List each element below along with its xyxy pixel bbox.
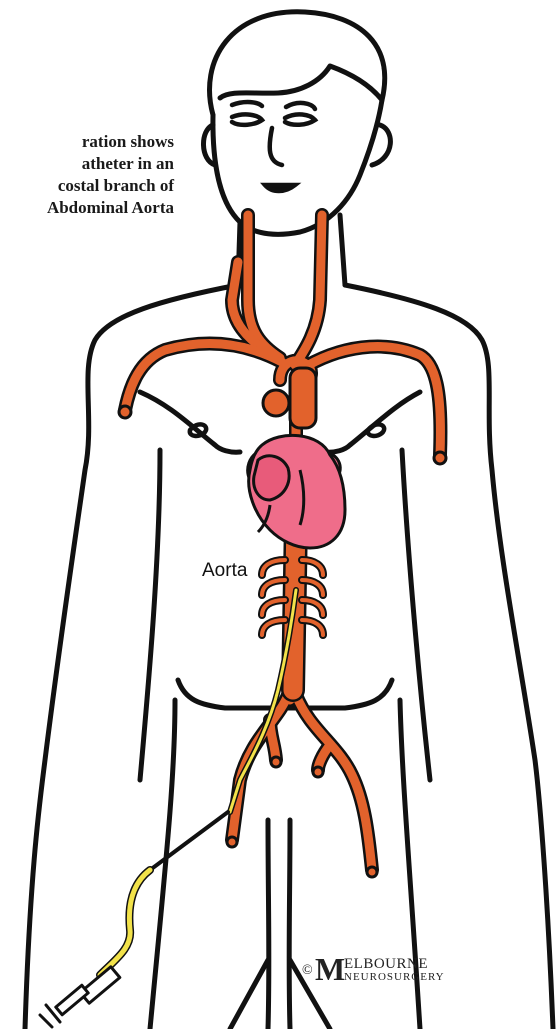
neck-right [340,215,345,285]
heart [248,435,345,548]
copyright-symbol: © [302,963,313,979]
caption-line: Abdominal Aorta [0,197,174,219]
logo-initial: M [315,951,345,988]
left-eye [232,114,262,124]
chest-right [325,392,420,452]
left-arm-inner [140,450,160,780]
right-arm-outer [345,285,553,1029]
nipple-right [368,424,384,436]
chest-left [140,392,240,452]
catheter-sheath [150,812,228,870]
caption-line: costal branch of [0,175,174,197]
caption-line: ration shows [0,131,174,153]
aortic-bulb [263,390,289,416]
left-eyebrow [232,102,262,106]
head-outline [213,100,382,234]
right-arm-inner [402,450,430,780]
mouth [265,185,295,191]
caption-line: atheter in an [0,153,174,175]
inner-leg-right [289,820,290,1029]
left-leg-outer [150,700,175,1029]
caption: ration shows atheter in an costal branch… [0,131,174,219]
right-eye [285,114,315,124]
face [190,102,384,436]
nose [270,128,282,165]
right-eyebrow [286,103,315,109]
arteries [119,215,446,877]
inner-leg-left [268,820,269,1029]
aorta-label: Aorta [202,560,247,582]
heart-atrium [254,456,289,500]
hair-outline [210,12,385,115]
logo-word-neurosurgery: NEUROSURGERY [344,971,445,983]
ascending-aorta [290,368,316,428]
catheter-tube [100,870,150,975]
melbourne-neurosurgery-logo: © M ELBOURNE NEUROSURGERY [302,954,502,984]
syringe [40,967,120,1027]
